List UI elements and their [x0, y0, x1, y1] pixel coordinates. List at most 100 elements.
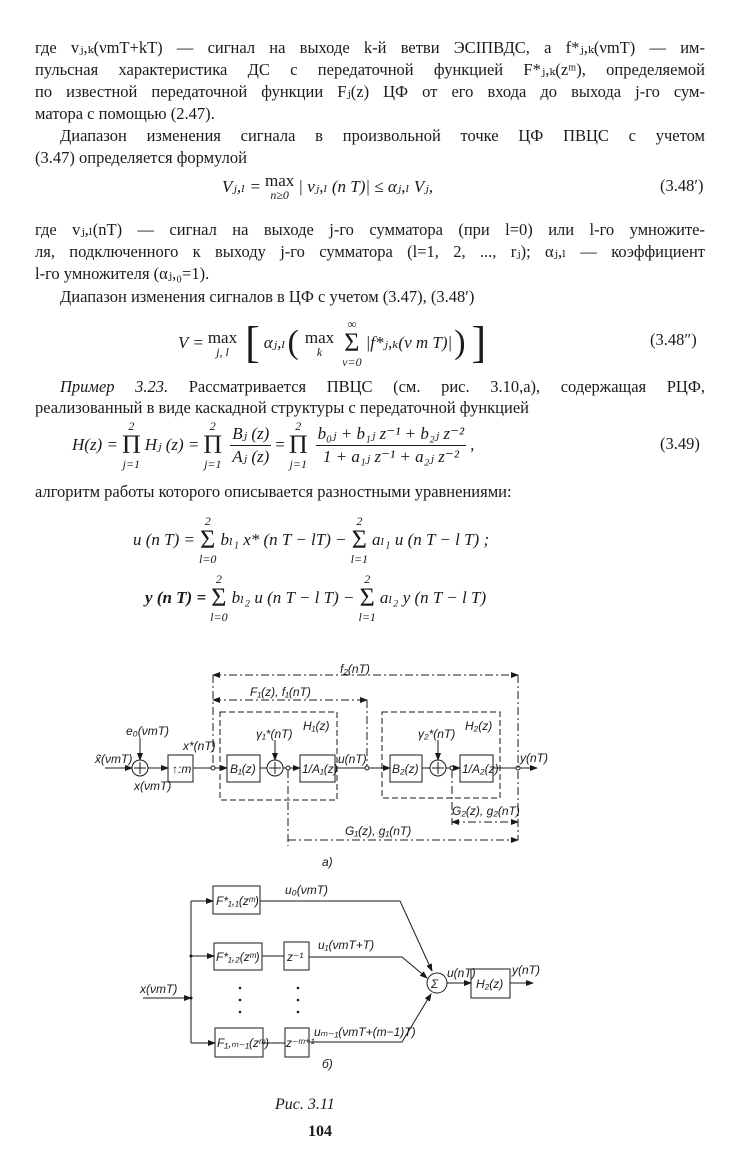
term: bₗ₁ x* (n T − lT) −: [220, 530, 347, 549]
node: [449, 765, 455, 771]
denominator: 1 + a₁ⱼ z⁻¹ + a₂ⱼ z⁻²: [322, 446, 459, 466]
label-u: u(nT): [447, 966, 476, 980]
label-f1: F₁(z), f₁(nT): [250, 685, 311, 699]
numerator: Bⱼ (z): [230, 424, 272, 446]
text-line: где vⱼ,ₖ(νmT+kT) — сигнал на выходе k-й …: [35, 38, 705, 57]
label-u0: u₀(νmT): [285, 883, 328, 897]
formula-lhs: V =: [178, 333, 204, 352]
sigma: Σ: [200, 525, 216, 554]
example-text: Рассматривается ПВЦС (см. рис. 3.10,а), …: [168, 377, 705, 396]
lower-limit: j=1: [122, 457, 141, 471]
label-y: y(nT): [511, 963, 540, 977]
label-um: uₘ₋₁(νmT+(m−1)T): [314, 1025, 416, 1039]
lower-limit: l=0: [210, 610, 228, 624]
formula-lhs: Vⱼ,ₗ =: [222, 176, 261, 196]
label-f11: F*₁,₁(zᵐ): [216, 894, 259, 908]
f11-box: [212, 885, 261, 915]
text-line: Пример 3.23. Рассматривается ПВЦС (см. р…: [60, 377, 705, 397]
figure-a-block-diagram: f₂(nT) F₁(z), f₁(nT) H₁(z) H₂(z) x̃(νmT)…: [94, 662, 548, 869]
text-line: где vⱼ,ₗ(nT) — сигнал на выходе j-го сум…: [35, 220, 705, 239]
label-u1: u₁(νmT+T): [318, 938, 374, 952]
label-f12: F*₁,₂(zᵐ): [216, 950, 260, 964]
label-gamma1: γ₁*(nT): [256, 727, 292, 741]
label-figure-a: а): [322, 855, 333, 869]
formula-lhs: H(z) =: [72, 435, 118, 454]
label-u: u(nT): [338, 752, 367, 766]
page-number: 104: [308, 1123, 332, 1140]
label-g1: G₁(z), g₁(nT): [345, 824, 411, 838]
left-bracket: [: [245, 318, 260, 367]
label-b1: B₁(z): [230, 762, 256, 776]
text-line: алгоритм работы которого описывается раз…: [35, 482, 512, 501]
op: max: [264, 171, 295, 190]
limit: j, l: [216, 344, 229, 359]
numerator: b₀ⱼ + b₁ⱼ z⁻¹ + b₂ⱼ z⁻²: [315, 424, 467, 446]
label-inv-a1: 1/A₁(z): [302, 762, 338, 776]
op: max: [207, 327, 238, 347]
right-bracket: ]: [471, 318, 487, 367]
formula-lhs: y (n T) =: [145, 588, 207, 607]
label-f2: f₂(nT): [340, 662, 370, 676]
comma: ,: [470, 435, 475, 454]
text-line: l-го умножителя (αⱼ,₀=1).: [35, 264, 210, 283]
term: |f*ⱼ,ₖ(ν m T)|: [365, 333, 453, 352]
upper-limit: 2: [209, 419, 216, 433]
lower-limit: j=1: [289, 457, 307, 471]
lower-limit: l=1: [358, 610, 376, 624]
h1-dashed-box: [219, 711, 338, 801]
label-x: x(νmT): [133, 779, 171, 793]
right-paren: ): [454, 324, 466, 361]
pi: Π: [288, 430, 308, 459]
upper-limit: 2: [364, 572, 371, 586]
upper-limit: 2: [128, 419, 135, 433]
text-line: Диапазон изменения сигнала в произвольно…: [60, 126, 705, 145]
example-label: Пример 3.23.: [60, 377, 169, 396]
equation-number: (3.48″): [650, 330, 697, 349]
pi: Π: [121, 430, 141, 459]
label-h2: H₂(z): [465, 719, 492, 733]
label-x-input: x̃(νmT): [94, 752, 132, 766]
label-upsampler: ↑:m: [172, 762, 191, 776]
upper-limit: 2: [356, 514, 363, 528]
text-line: ля, подключенного к выходу j-го сумматор…: [35, 242, 705, 261]
lower-limit: l=1: [350, 552, 369, 566]
formula-rhs: | vⱼ,ₗ (n T)| ≤ αⱼ,ₗ Vⱼ,: [298, 176, 434, 196]
label-sigma: Σ: [430, 977, 439, 991]
label-b2: B₂(z): [392, 762, 419, 776]
lower-limit: ν=0: [342, 355, 362, 369]
label-x-star: x*(nT): [182, 739, 216, 753]
text-line: (3.47) определяется формулой: [35, 148, 247, 167]
formula-lhs: u (n T) =: [133, 530, 195, 549]
sigma: Σ: [211, 583, 227, 612]
equation-number: (3.49): [660, 434, 700, 453]
h2-dashed-box: [381, 711, 501, 799]
node: [364, 765, 370, 771]
branch-m-line: [309, 993, 432, 1043]
label-inv-a2: 1/A₂(z): [462, 762, 499, 776]
pi: Π: [203, 430, 223, 459]
fraction: Bⱼ (z)Aⱼ (z): [230, 424, 272, 467]
text-line: Диапазон изменения сигналов в ЦФ с учето…: [60, 287, 475, 306]
limit: n≥0: [270, 188, 289, 202]
denominator: Aⱼ (z): [232, 446, 270, 466]
text-line: пульсная характеристика ДС с передаточно…: [35, 60, 705, 79]
lower-limit: j=1: [204, 457, 222, 471]
upper-limit: 2: [204, 514, 211, 528]
alpha: αⱼ,ₗ: [263, 333, 286, 352]
ellipsis-dots: [189, 954, 300, 1014]
label-x: x(νmT): [139, 982, 177, 996]
branch-1-line: [309, 956, 428, 979]
label-f1m: F₁,ₘ₋₁(zᵐ): [217, 1036, 269, 1050]
